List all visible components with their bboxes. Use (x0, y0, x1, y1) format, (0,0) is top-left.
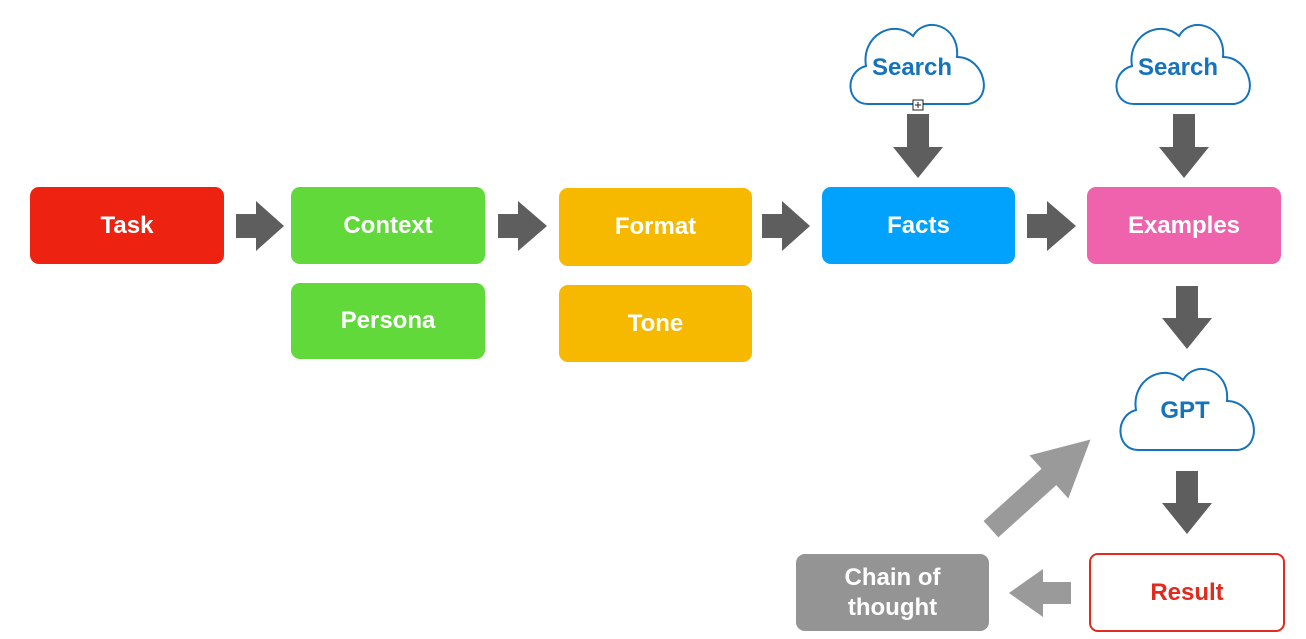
result-box: Result (1089, 553, 1285, 632)
arrow-gpt-to-result (1162, 471, 1212, 534)
arrow-search-to-facts (893, 114, 943, 178)
facts-label: Facts (887, 211, 950, 239)
search-cloud-examples: Search (1115, 24, 1251, 105)
result-label: Result (1150, 578, 1224, 606)
context-label: Context (343, 211, 433, 239)
search-examples-label: Search (1138, 54, 1218, 81)
facts-box: Facts (822, 187, 1015, 264)
tone-box: Tone (559, 285, 752, 362)
cloud-icon (1119, 368, 1255, 451)
chain-of-thought-box: Chain of thought (796, 554, 989, 631)
cloud-icon (849, 24, 985, 105)
arrow-chain-to-gpt (983, 439, 1091, 538)
task-box: Task (30, 187, 224, 264)
persona-box: Persona (291, 283, 485, 359)
examples-label: Examples (1127, 211, 1241, 239)
search-cloud-facts: Search (849, 24, 985, 111)
chain-of-thought-label: Chain of thought (844, 563, 941, 621)
arrow-result-to-chain (1009, 569, 1071, 617)
gpt-cloud: GPT (1119, 368, 1255, 451)
arrow-examples-to-gpt (1162, 286, 1212, 349)
tone-label: Tone (627, 309, 684, 337)
arrow-task-to-context (236, 201, 284, 251)
search-facts-label: Search (872, 54, 952, 81)
persona-label: Persona (340, 307, 436, 334)
arrow-facts-to-examples (1027, 201, 1076, 251)
arrow-context-to-format (498, 201, 547, 251)
format-box: Format (559, 188, 752, 266)
task-label: Task (100, 211, 154, 239)
examples-box: Examples (1087, 187, 1281, 264)
arrow-format-to-facts (762, 201, 810, 251)
cloud-icon (1115, 24, 1251, 105)
gpt-label: GPT (1160, 397, 1210, 424)
format-label: Format (614, 213, 697, 240)
arrow-search-to-examples (1159, 114, 1209, 178)
context-box: Context (291, 187, 485, 264)
